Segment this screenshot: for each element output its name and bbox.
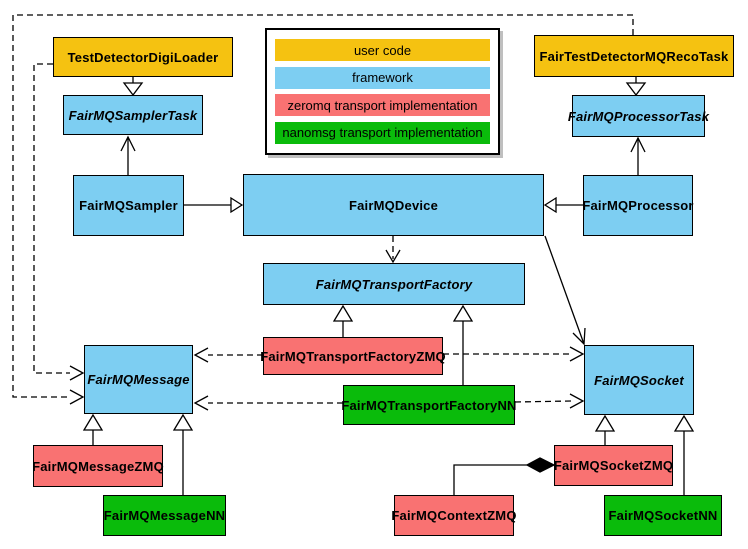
node-label: FairMQTransportFactory: [315, 276, 473, 292]
edge-processor-processortask-association: [630, 136, 646, 175]
node-fairmq-transport-factory: FairMQTransportFactory: [263, 263, 525, 305]
node-fairmq-transport-factory-zmq: FairMQTransportFactoryZMQ: [260, 337, 446, 375]
edge-factorynn-socket-dependency: [514, 393, 585, 409]
legend-label-framework: framework: [352, 70, 413, 86]
edge-socketnn-socket-inheritance: [673, 414, 695, 495]
edge-factoryzmq-transportfactory-inheritance: [332, 304, 354, 337]
node-label: FairMQTransportFactoryZMQ: [260, 348, 446, 364]
node-fairmq-device: FairMQDevice: [243, 174, 544, 236]
node-label: FairMQDevice: [348, 197, 439, 213]
edge-sampler-device-inheritance: [184, 196, 244, 214]
node-label: FairMQMessageZMQ: [32, 458, 164, 474]
node-label: FairMQSocket: [594, 372, 684, 388]
node-fair-test-detector-mq-reco-task: FairTestDetectorMQRecoTask: [534, 35, 734, 77]
node-label: FairMQTransportFactoryNN: [341, 397, 517, 413]
edge-socketzmq-contextzmq-composition: [453, 457, 556, 495]
edge-device-transportfactory-dependency: [385, 236, 401, 264]
legend-swatch-framework: framework: [275, 66, 490, 89]
node-label: FairMQMessage: [87, 372, 190, 387]
node-fairmq-context-zmq: FairMQContextZMQ: [391, 495, 517, 536]
edge-digiloader-message-dependency: [33, 63, 85, 381]
edge-processor-device-inheritance: [543, 196, 583, 214]
node-fairmq-socket: FairMQSocket: [584, 345, 694, 415]
edge-messagezmq-message-inheritance: [82, 413, 104, 445]
node-label: FairMQSocketNN: [608, 508, 718, 523]
edge-sampler-samplertask-association: [120, 135, 136, 175]
edge-recotask-message-dependency: [12, 14, 634, 405]
node-label: FairMQProcessor: [582, 198, 694, 213]
node-fairmq-socket-zmq: FairMQSocketZMQ: [554, 445, 673, 486]
node-fairmq-processor: FairMQProcessor: [582, 175, 694, 236]
node-label: FairMQContextZMQ: [391, 508, 517, 523]
node-fairmq-message-zmq: FairMQMessageZMQ: [32, 445, 164, 487]
node-label: FairMQSocketZMQ: [553, 458, 674, 473]
node-label: FairMQSampler: [79, 198, 178, 213]
legend-swatch-zeromq: zeromq transport implementation: [275, 94, 490, 117]
edge-device-socket-association: [544, 235, 586, 346]
node-label: FairMQMessageNN: [103, 508, 226, 523]
node-fairmq-processor-task: FairMQProcessorTask: [568, 95, 709, 137]
edge-factorynn-transportfactory-inheritance: [452, 304, 474, 385]
legend-label-zeromq: zeromq transport implementation: [287, 97, 478, 113]
node-test-detector-digi-loader: TestDetectorDigiLoader: [53, 37, 233, 77]
node-fairmq-socket-nn: FairMQSocketNN: [604, 495, 722, 536]
edge-factorynn-message-dependency: [193, 395, 343, 411]
composition-diamond-icon: [525, 457, 556, 473]
legend-swatch-nanomsg: nanomsg transport implementation: [275, 121, 490, 144]
node-label: FairTestDetectorMQRecoTask: [539, 48, 729, 64]
node-fairmq-message: FairMQMessage: [84, 345, 193, 414]
edge-messagenn-message-inheritance: [172, 413, 194, 495]
legend-label-nanomsg: nanomsg transport implementation: [282, 125, 483, 141]
edge-recotask-processortask-inheritance: [625, 77, 647, 97]
node-label: TestDetectorDigiLoader: [67, 49, 219, 65]
node-fairmq-transport-factory-nn: FairMQTransportFactoryNN: [341, 385, 517, 425]
edge-factoryzmq-message-dependency: [193, 347, 263, 363]
edge-socketzmq-socket-inheritance: [594, 414, 616, 445]
node-label: FairMQSamplerTask: [68, 107, 198, 123]
legend-swatch-user-code: user code: [275, 39, 490, 61]
edge-digiloader-samplertask-inheritance: [122, 77, 144, 97]
legend: user code framework zeromq transport imp…: [265, 28, 500, 155]
node-fairmq-message-nn: FairMQMessageNN: [103, 495, 226, 536]
edge-factoryzmq-socket-dependency: [443, 346, 585, 362]
node-label: FairMQProcessorTask: [567, 108, 710, 124]
node-fairmq-sampler-task: FairMQSamplerTask: [63, 95, 203, 135]
node-fairmq-sampler: FairMQSampler: [73, 175, 184, 236]
legend-label-user-code: user code: [353, 42, 412, 58]
